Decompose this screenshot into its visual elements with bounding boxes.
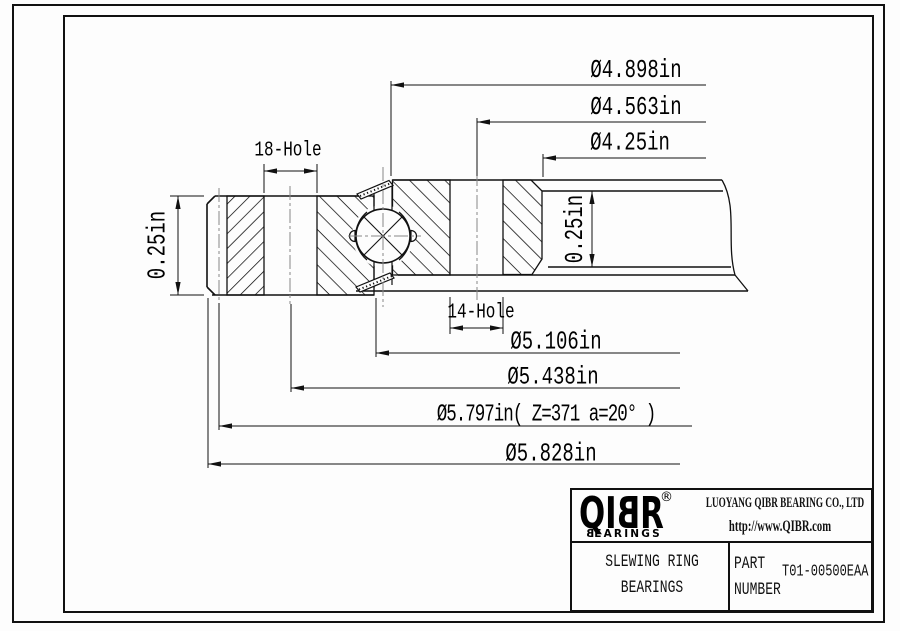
dim-label-5797: Ø5.797in( Z=371 a=20° ) bbox=[436, 401, 657, 429]
company-name: LUOYANG QIBR BEARING CO., LTD bbox=[705, 495, 865, 511]
registered-trademark-icon: ® bbox=[660, 490, 673, 505]
company-logo: QIBR bbox=[579, 488, 664, 539]
extension-lines bbox=[170, 81, 544, 468]
company-website: http://www.QIBR.com bbox=[728, 517, 832, 535]
dimension-lines bbox=[175, 82, 706, 467]
dim-label-18-hole: 18-Hole bbox=[254, 137, 322, 163]
dim-label-5106: Ø5.106in bbox=[510, 327, 602, 357]
centerlines bbox=[218, 167, 478, 307]
dim-label-5438: Ø5.438in bbox=[507, 362, 599, 392]
seal-strips bbox=[355, 179, 395, 293]
dim-label-thickness-left: 0.25in bbox=[143, 210, 173, 280]
title-block: QIBR ® BEARINGS LUOYANG QIBR BEARING CO.… bbox=[570, 488, 873, 612]
product-name-line1: SLEWING RING bbox=[605, 551, 699, 572]
part-number-label-line1: PART bbox=[734, 553, 766, 574]
title-block-header: QIBR ® BEARINGS LUOYANG QIBR BEARING CO.… bbox=[572, 488, 871, 543]
dim-label-od-4898: Ø4.898in bbox=[590, 55, 682, 85]
company-logo-subtext: BEARINGS bbox=[584, 528, 662, 540]
ring-outlines bbox=[206, 179, 749, 296]
dim-label-thickness-right: 0.25in bbox=[560, 194, 590, 264]
part-number-value: T01-00500EAA bbox=[782, 562, 869, 581]
product-name-line2: BEARINGS bbox=[620, 577, 684, 598]
part-number-label-line2: NUMBER bbox=[734, 579, 781, 600]
title-block-body: SLEWING RING BEARINGS PART NUMBER T01-00… bbox=[572, 543, 871, 612]
dim-label-14-hole: 14-Hole bbox=[447, 299, 515, 325]
page-border bbox=[12, 4, 885, 623]
dim-label-5828: Ø5.828in bbox=[505, 439, 597, 469]
dim-label-od-4563: Ø4.563in bbox=[590, 92, 682, 122]
dim-label-od-425: Ø4.25in bbox=[590, 128, 670, 158]
